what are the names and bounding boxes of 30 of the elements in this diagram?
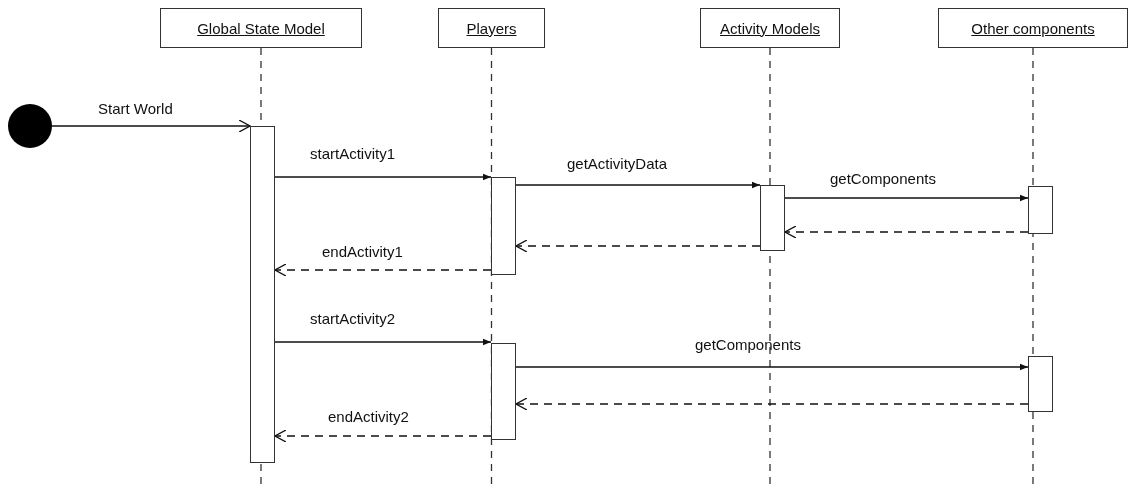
participant-box: Global State Model <box>160 8 362 48</box>
return-arrow <box>784 225 1029 239</box>
activation-bar <box>250 126 275 463</box>
return-arrow <box>274 263 492 277</box>
edge-label: getComponents <box>830 170 936 187</box>
message-arrow <box>274 338 492 346</box>
message-arrow <box>515 363 1029 371</box>
edge-label: getComponents <box>695 336 801 353</box>
activation-bar <box>491 177 516 275</box>
edge-label: endActivity1 <box>322 243 403 260</box>
start-circle <box>8 104 52 148</box>
participant-box: Players <box>438 8 545 48</box>
activation-bar <box>1028 356 1053 412</box>
message-arrow <box>274 173 492 181</box>
activation-bar <box>760 185 785 251</box>
participant-box: Activity Models <box>700 8 840 48</box>
edge-label: startActivity2 <box>310 310 396 327</box>
edge-label: startActivity1 <box>310 145 396 162</box>
return-arrow <box>515 397 1029 411</box>
edge-label: getActivityData <box>567 155 668 172</box>
message-arrow <box>51 119 251 133</box>
return-arrow <box>515 239 761 253</box>
message-arrow <box>784 194 1029 202</box>
message-arrow <box>515 181 761 189</box>
activation-bar <box>491 343 516 440</box>
edge-label: endActivity2 <box>328 408 409 425</box>
return-arrow <box>274 429 492 443</box>
edge-label: Start World <box>98 100 173 117</box>
participant-box: Other components <box>938 8 1128 48</box>
activation-bar <box>1028 186 1053 234</box>
